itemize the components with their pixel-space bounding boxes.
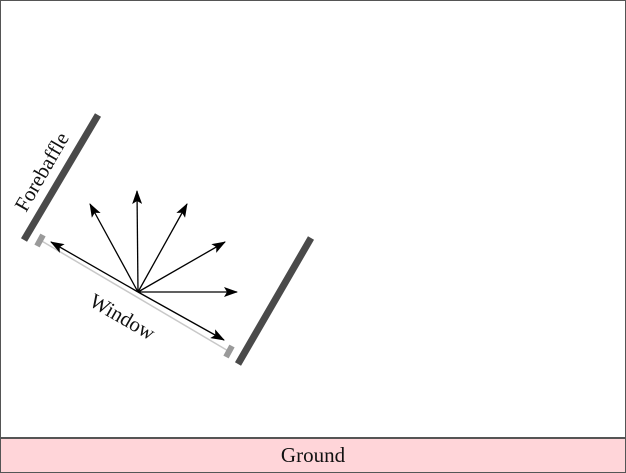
- window-label: Window: [86, 289, 161, 346]
- ray-arrow: [132, 190, 143, 293]
- ground-bar: Ground: [0, 438, 626, 473]
- ray-arrows: [50, 190, 238, 341]
- ray-arrow: [137, 291, 225, 341]
- ray-arrow: [137, 203, 188, 293]
- window-edge-right: [223, 344, 235, 359]
- forebaffle-left: [20, 113, 102, 242]
- ray-arrow: [50, 241, 139, 293]
- window-edge-left: [34, 233, 46, 248]
- ray-arrow: [137, 241, 226, 293]
- forebaffle-right: [234, 236, 315, 366]
- baffle-diagram: Forebaffle Window: [10, 113, 315, 366]
- ground-label: Ground: [280, 443, 346, 467]
- window-line: [39, 239, 231, 353]
- diagram-frame: [0, 0, 626, 438]
- ray-arrow: [89, 203, 139, 293]
